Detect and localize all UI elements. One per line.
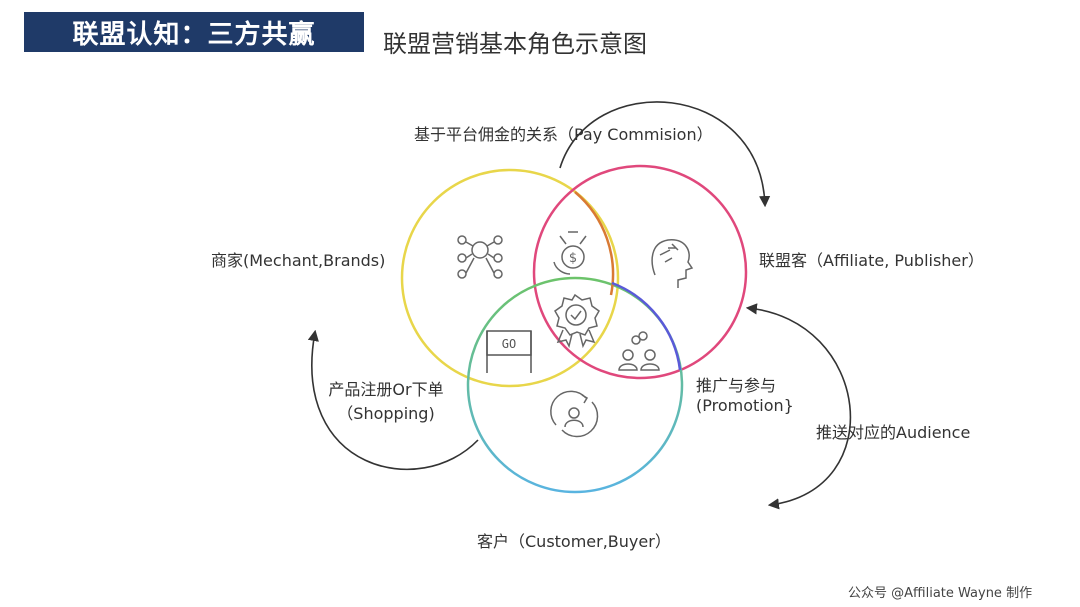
promotion-label-line2: (Promotion} <box>696 396 794 415</box>
affiliate-circle <box>532 164 748 380</box>
network-icon <box>457 235 503 279</box>
audience-label: 推送对应的Audience <box>816 423 971 442</box>
merchant-circle <box>400 168 620 388</box>
page-title: 联盟认知：三方共赢 <box>24 12 364 52</box>
merchant-label: 商家(Mechant,Brands) <box>211 251 386 270</box>
footer-credit: 公众号 @Affiliate Wayne 制作 <box>848 586 1033 601</box>
go-sign-text: GO <box>502 337 516 351</box>
overlap-affiliate-customer <box>611 281 682 371</box>
audience-arrow <box>745 303 852 510</box>
overlap-merchant-affiliate <box>574 191 615 296</box>
go-sign-icon <box>486 330 532 373</box>
customer-circle <box>466 276 684 494</box>
head-icon <box>651 239 694 288</box>
customer-cycle-icon <box>550 390 599 438</box>
shopping-label: 产品注册Or下单 （Shopping) <box>322 376 450 424</box>
promotion-label: 推广与参与 (Promotion} <box>696 372 794 415</box>
customer-label: 客户（Customer,Buyer） <box>477 532 671 551</box>
money-bag-icon <box>553 231 587 275</box>
shopping-label-line1: 产品注册Or下单 <box>328 380 444 399</box>
shopping-label-line2: （Shopping) <box>337 404 435 423</box>
shopping-arrow <box>307 329 479 471</box>
award-badge-icon <box>554 293 600 349</box>
pay-commission-arrow <box>559 101 771 208</box>
promotion-label-line1: 推广与参与 <box>696 376 777 395</box>
pay-commission-label: 基于平台佣金的关系（Pay Commision） <box>414 125 713 144</box>
people-link-icon <box>618 331 660 371</box>
page-subtitle: 联盟营销基本角色示意图 <box>383 30 647 58</box>
money-symbol: $ <box>569 251 577 266</box>
affiliate-label: 联盟客（Affiliate, Publisher） <box>759 251 984 270</box>
